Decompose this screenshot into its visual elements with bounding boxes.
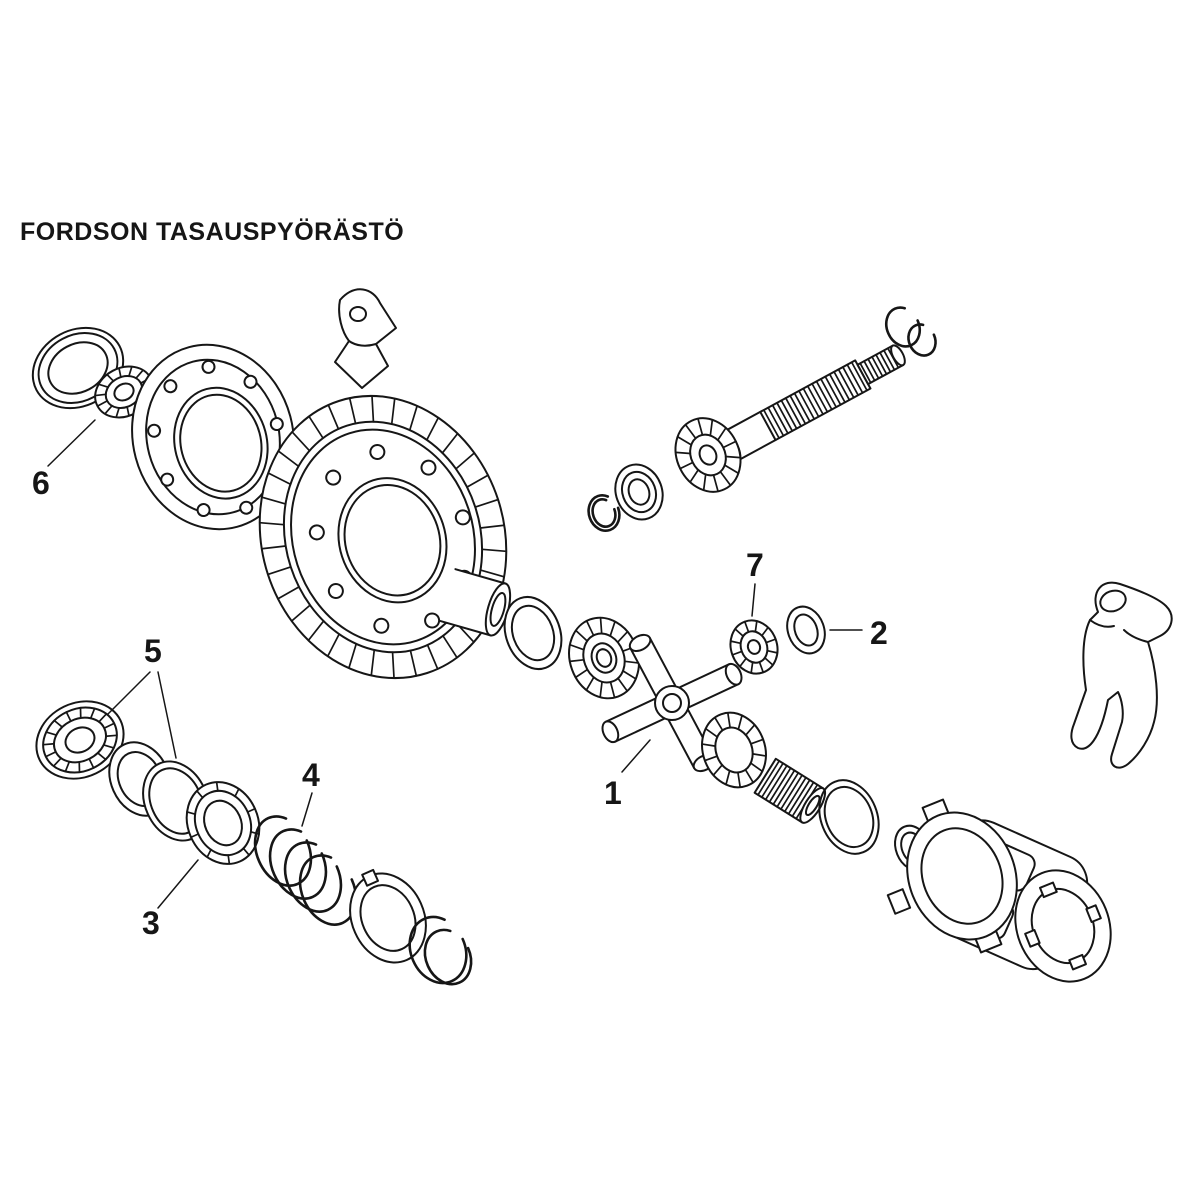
- diff-pinion-gear: [729, 619, 779, 675]
- thrust-washer-left: [503, 596, 563, 670]
- adjuster-ring: [349, 868, 427, 964]
- callout-2-label: 2: [870, 615, 888, 651]
- side-gear-left: [568, 616, 640, 700]
- side-gear-right: [701, 711, 767, 789]
- callout-3-label: 3: [142, 905, 160, 941]
- lock-washer: [185, 781, 261, 865]
- side-gear-splined-hub: [753, 757, 827, 824]
- carrier-bearing: [35, 700, 125, 780]
- callout-6: 6: [32, 419, 96, 501]
- o-ring: [818, 779, 880, 855]
- callout-5-label: 5: [144, 633, 162, 669]
- callout-1: 1: [604, 739, 651, 811]
- callout-2: 2: [829, 615, 888, 651]
- callout-5: 5: [107, 633, 177, 759]
- pinion-washer: [786, 605, 826, 655]
- lock-bracket: [334, 288, 397, 389]
- callout-1-label: 1: [604, 775, 622, 811]
- callout-4-label: 4: [302, 757, 320, 793]
- pilot-bearing: [614, 463, 664, 521]
- callout-7: 7: [746, 547, 764, 617]
- fork-yoke: [1070, 581, 1173, 769]
- spring-washers: [253, 815, 358, 926]
- spider-cross: [601, 633, 743, 773]
- snap-ring: [408, 915, 473, 986]
- crown-wheel-hub: [439, 568, 512, 637]
- callout-3: 3: [142, 859, 199, 941]
- carrier-flange: [131, 343, 295, 531]
- pinion-shaft: [720, 344, 906, 462]
- callout-6-label: 6: [32, 465, 50, 501]
- differential-case: [886, 798, 1112, 983]
- drive-pinion-gear: [674, 417, 742, 493]
- page-title: FORDSON TASAUSPYÖRÄSTÖ: [20, 217, 404, 246]
- callout-4: 4: [301, 757, 320, 827]
- snap-ring-pilot: [587, 494, 621, 532]
- callout-7-label: 7: [746, 547, 764, 583]
- snap-ring-shaft-end: [884, 306, 937, 357]
